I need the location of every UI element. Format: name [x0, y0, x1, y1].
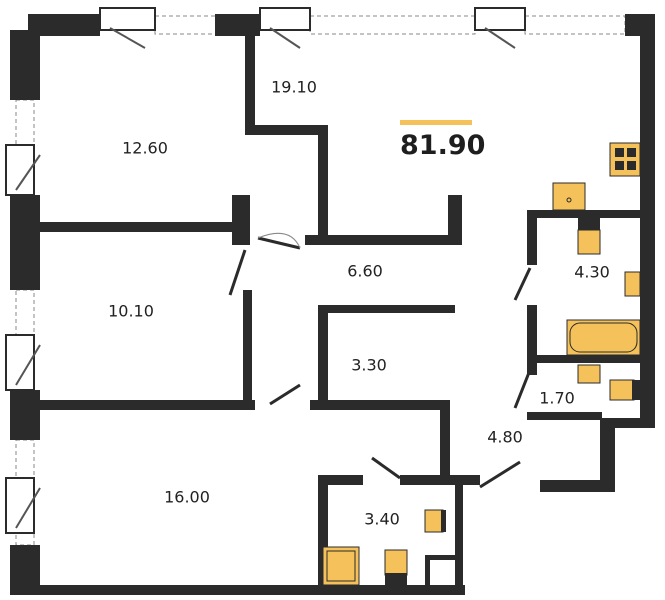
room-area-living-room: 19.10 — [271, 77, 317, 97]
windows — [5, 7, 626, 546]
room-area-bathroom: 4.30 — [574, 262, 610, 282]
total-area: 81.90 — [400, 130, 486, 161]
room-area-corridor: 3.30 — [351, 355, 387, 375]
sink-icon — [624, 271, 641, 297]
room-area-shower-room: 3.40 — [364, 509, 400, 529]
toilet-icon — [577, 218, 601, 255]
bathtub-icon — [566, 319, 641, 356]
doors — [228, 232, 532, 489]
kitchen-sink-icon — [552, 182, 586, 211]
room-area-bedroom-2: 10.10 — [108, 301, 154, 321]
fixtures — [322, 142, 642, 586]
room-area-bedroom-3: 16.00 — [164, 487, 210, 507]
room-area-hallway: 6.60 — [347, 261, 383, 281]
toilet-sink-icon — [577, 364, 601, 384]
room-area-entrance-hall: 4.80 — [487, 427, 523, 447]
stove-icon — [609, 142, 641, 177]
shower-icon — [322, 546, 360, 586]
walls — [10, 14, 655, 595]
sink-2-icon — [424, 509, 446, 533]
total-area-accent-bar — [400, 120, 472, 125]
toilet-3-icon — [384, 549, 408, 585]
room-area-bedroom-1: 12.60 — [122, 138, 168, 158]
toilet-2-icon — [609, 379, 642, 401]
room-area-toilet: 1.70 — [539, 388, 575, 408]
